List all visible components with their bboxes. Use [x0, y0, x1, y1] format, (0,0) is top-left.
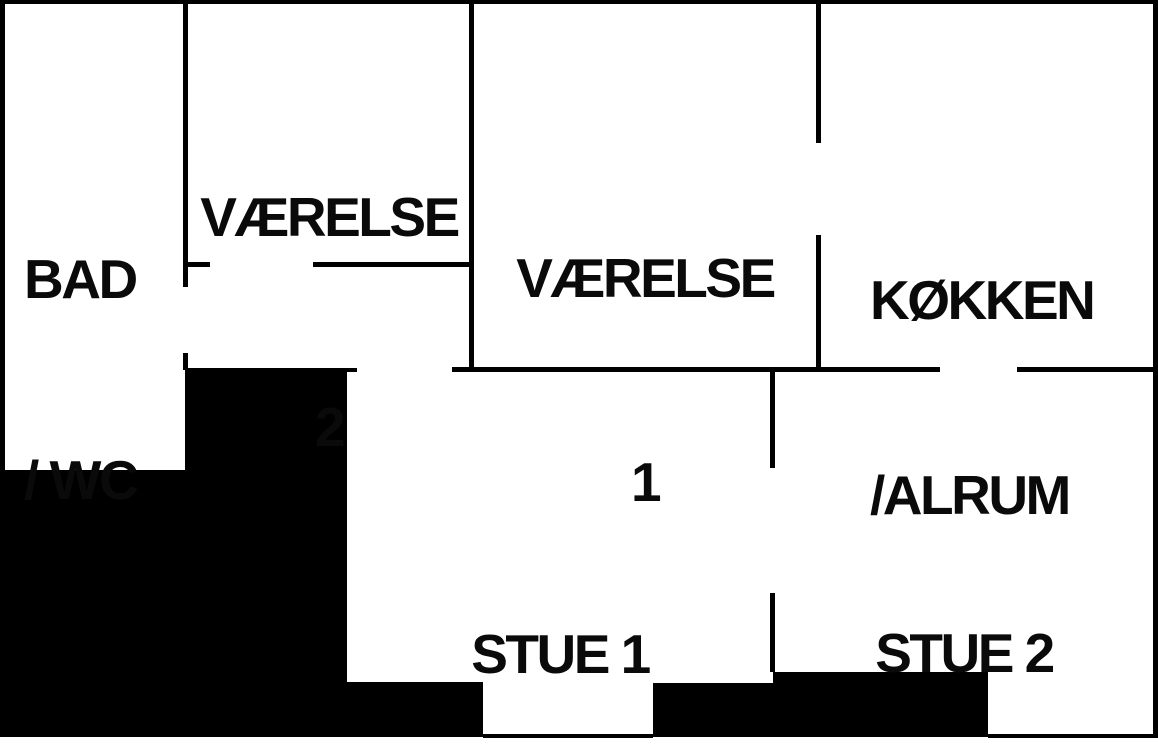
filled-area-bottom-band-3 — [773, 672, 988, 737]
room-label-line: / WC — [24, 449, 139, 511]
wall-vaerelse2-bottom-right — [313, 262, 474, 267]
outer-wall-top — [0, 0, 1158, 4]
room-label-line: STUE 1 — [471, 623, 651, 685]
room-label-line: /ALRUM — [870, 464, 1071, 526]
outer-wall-left — [0, 0, 5, 472]
room-label-line: STUE 2 — [875, 622, 1055, 684]
room-label-vaerelse-2: VÆRELSE 2 — [186, 42, 472, 602]
room-label-bad-wc: BAD / WC — [24, 112, 184, 648]
filled-area-bottom-band-1 — [347, 682, 483, 737]
filled-area-bottom-left — [0, 470, 185, 737]
wall-vaerelse1-koekken-lower — [816, 235, 821, 372]
room-label-line: 2 — [314, 396, 346, 458]
filled-area-center-block — [185, 368, 347, 737]
room-label-line: VÆRELSE — [200, 186, 460, 248]
room-label-stue-2: STUE 2 — [773, 483, 1155, 754]
outer-wall-bottom-right-segment — [988, 734, 1155, 738]
wall-middle-horizontal-right — [1017, 367, 1158, 372]
outer-wall-bottom-left-segment — [483, 734, 653, 738]
wall-vaerelse1-koekken-upper — [816, 0, 821, 143]
room-label-line: KØKKEN — [870, 269, 1096, 331]
room-label-line: VÆRELSE — [516, 247, 776, 309]
filled-area-bottom-band-2 — [653, 683, 773, 737]
wall-middle-horizontal-left — [452, 367, 940, 372]
room-label-stue-1: STUE 1 — [350, 484, 770, 754]
room-label-line: 1 — [630, 451, 662, 513]
room-label-line: BAD — [24, 248, 138, 310]
wall-vaerelse2-bottom-left — [183, 262, 210, 267]
room-label-koekken-alrum: KØKKEN /ALRUM — [870, 138, 1158, 658]
wall-stub-corridor — [347, 368, 357, 372]
wall-bad-wc-right-lower — [183, 353, 188, 370]
wall-vaerelse1-left — [469, 0, 474, 372]
room-label-vaerelse-1: VÆRELSE 1 — [474, 108, 816, 652]
wall-stue-divider-upper — [770, 372, 775, 468]
wall-stue-divider-lower — [770, 593, 775, 672]
wall-bad-wc-right-upper — [183, 0, 188, 287]
